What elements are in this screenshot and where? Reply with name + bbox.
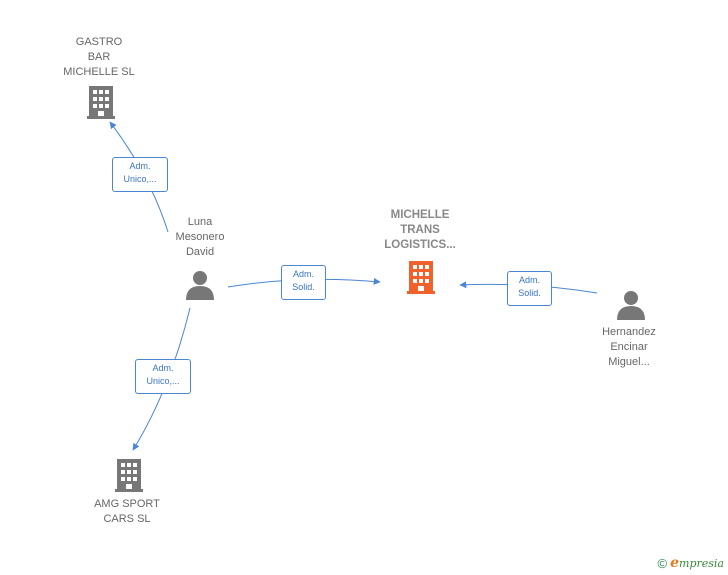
node-label-hernandez-encinar-miguel[interactable]: Hernandez Encinar Miguel... <box>602 326 656 368</box>
edge-label-line: Solid. <box>518 288 541 298</box>
building-icon <box>407 261 435 294</box>
person-icon <box>186 271 214 300</box>
edge-label-luna-amg[interactable]: Adm. Unico,... <box>135 359 191 394</box>
edge-label-line: Solid. <box>292 282 315 292</box>
copyright-symbol: © <box>657 555 668 571</box>
edge-label-line: Unico,... <box>146 376 180 386</box>
edge-label-line: Adm. <box>518 275 540 285</box>
node-label-michelle-trans-logistics[interactable]: MICHELLE TRANS LOGISTICS... <box>384 209 456 251</box>
node-label-amg-sport-cars[interactable]: AMG SPORT CARS SL <box>94 498 160 525</box>
edge-label-luna-michelle[interactable]: Adm. Solid. <box>281 265 326 300</box>
edge-label-line: Adm. <box>129 161 151 171</box>
footer-branding: © empresia <box>658 555 724 571</box>
empresia-logo: empresia <box>670 555 724 571</box>
edge-label-line: Unico,... <box>123 174 157 184</box>
edge-label-hernandez-michelle[interactable]: Adm. Solid. <box>507 271 552 306</box>
building-icon <box>87 86 115 119</box>
node-label-luna-mesonero-david[interactable]: Luna Mesonero David <box>175 216 225 258</box>
edge-label-luna-gastro[interactable]: Adm. Unico,... <box>112 157 168 192</box>
person-icon <box>617 291 645 320</box>
node-label-gastro-bar-michelle[interactable]: GASTRO BAR MICHELLE SL <box>63 36 135 78</box>
building-icon <box>115 459 143 492</box>
edge-label-line: Adm. <box>152 363 174 373</box>
edge-label-line: Adm. <box>292 269 314 279</box>
